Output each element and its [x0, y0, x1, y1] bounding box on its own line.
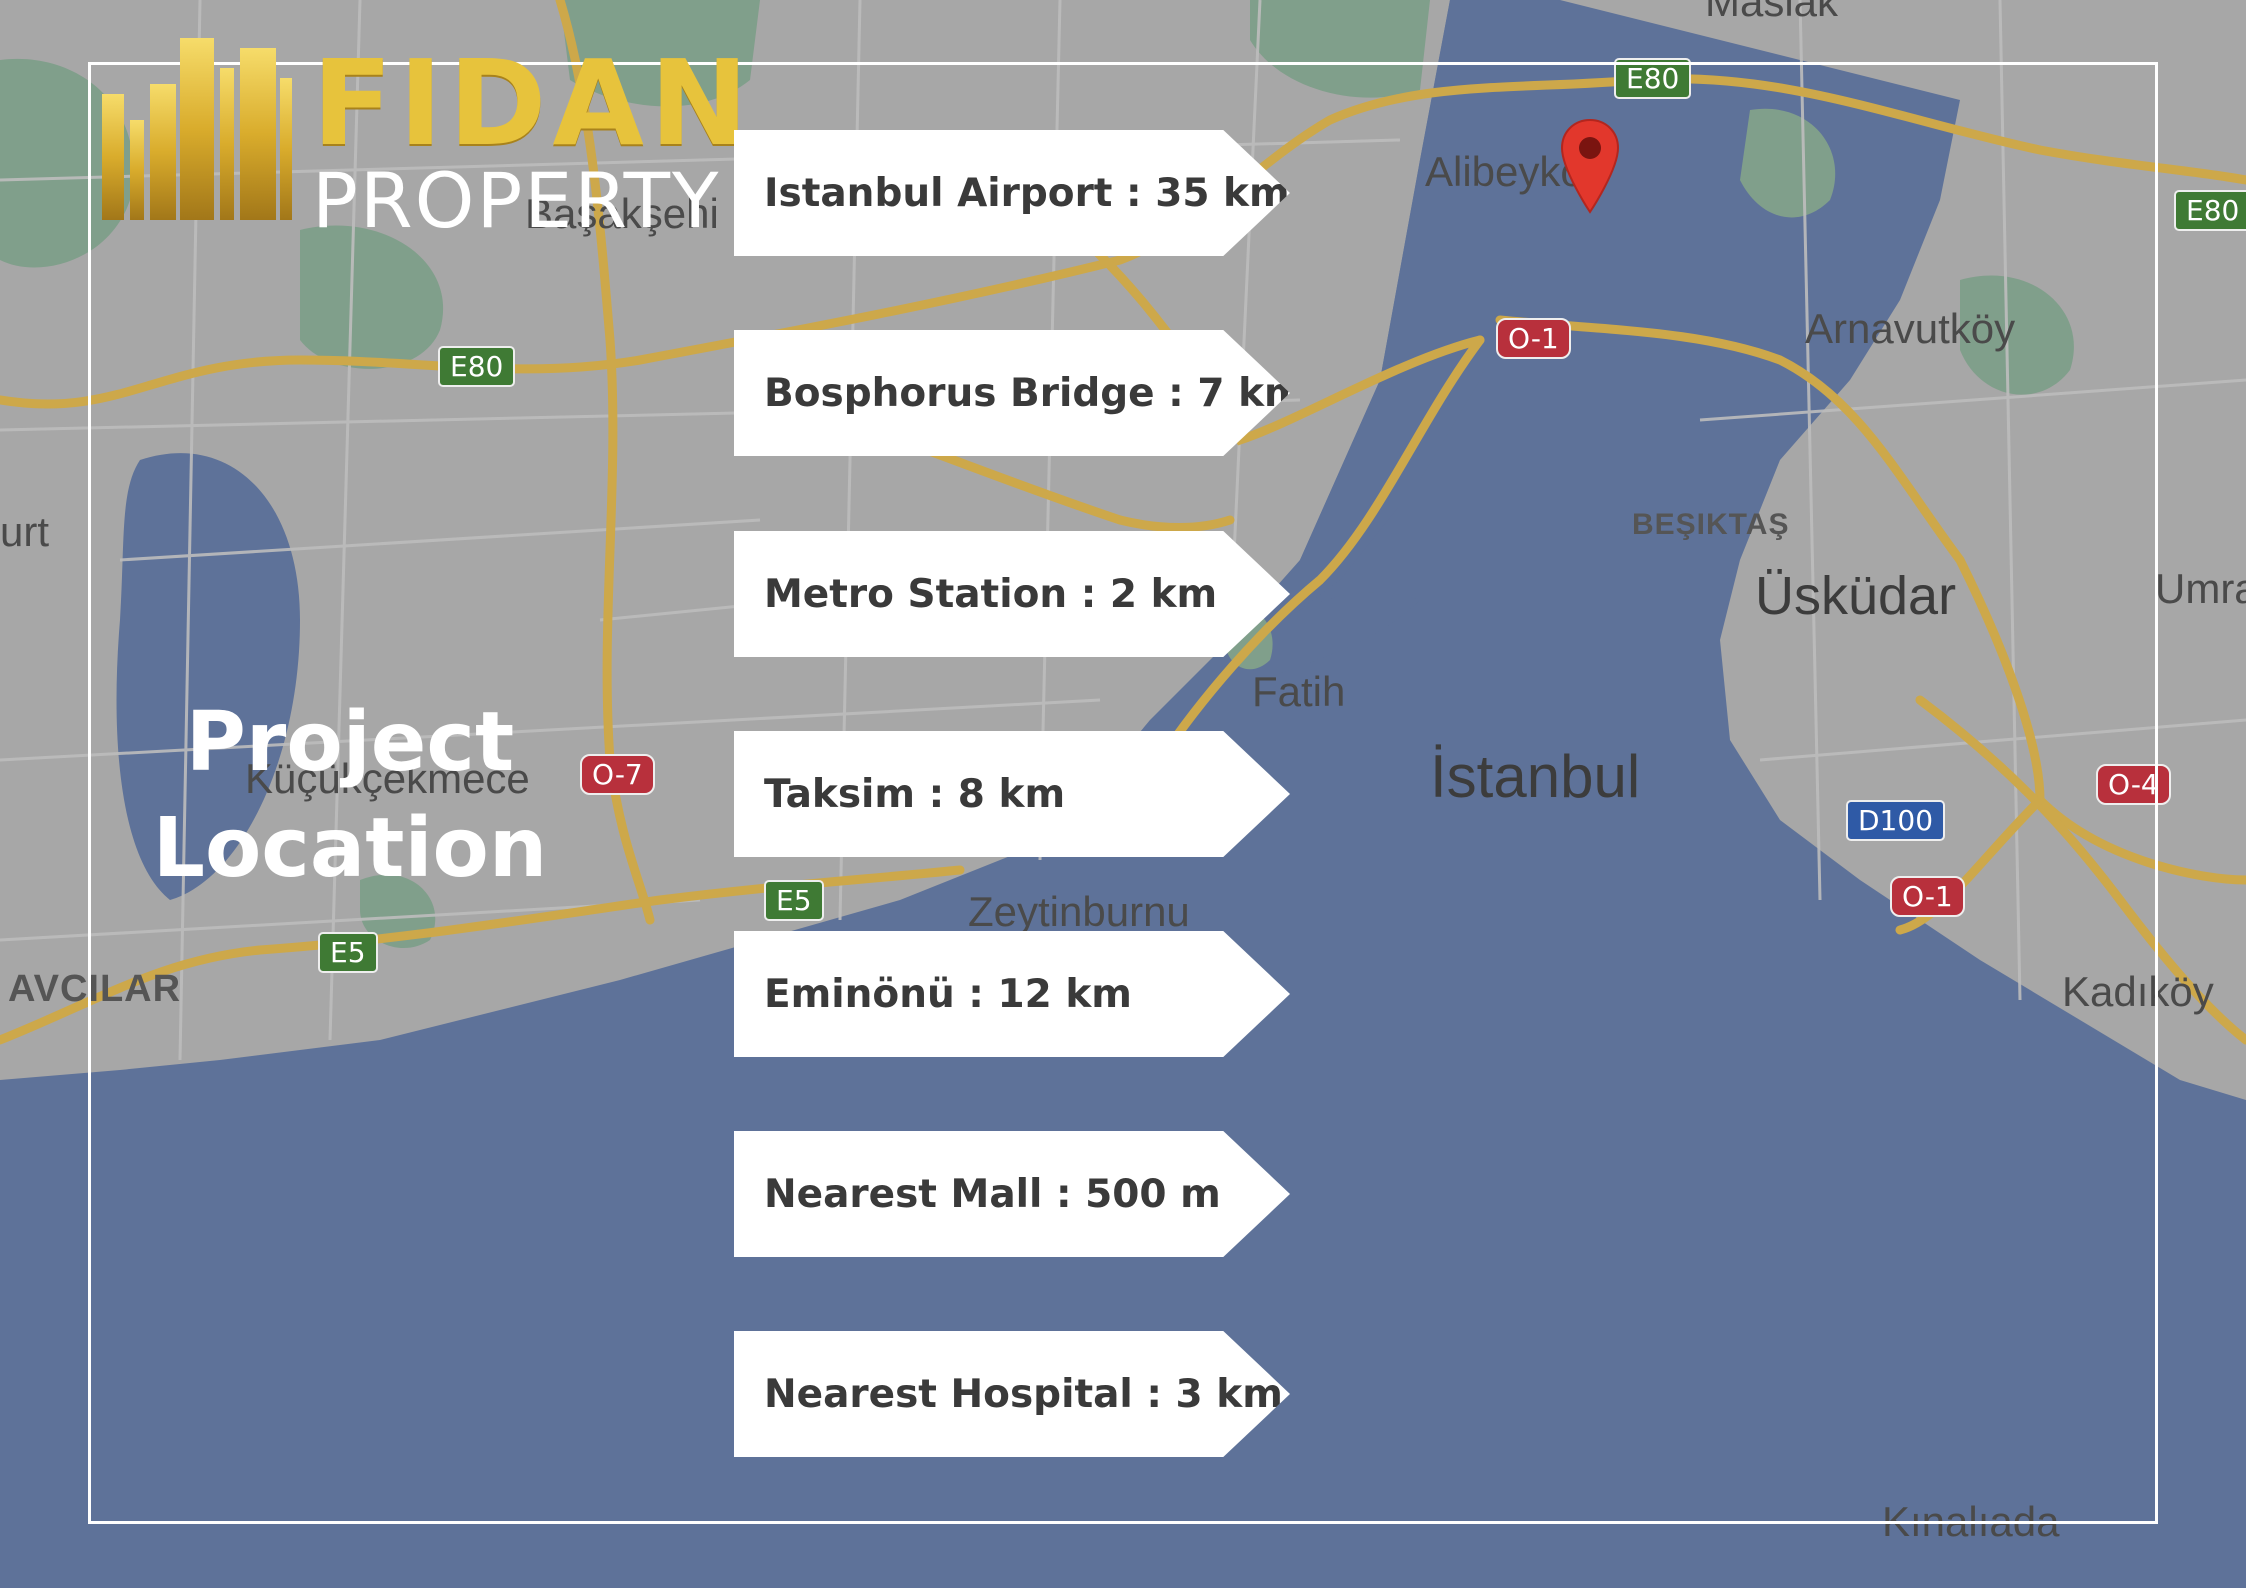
road-shield-e80-right: E80	[2174, 190, 2246, 231]
road-shield-o7: O-7	[580, 754, 655, 795]
place-label-maslak: Maslak	[1705, 0, 1839, 25]
location-pin-icon	[1560, 118, 1620, 214]
road-shield-d100: D100	[1846, 800, 1946, 841]
content-frame	[88, 62, 2158, 1524]
distance-tag: Taksim : 8 km	[734, 731, 1290, 857]
place-label-kadikoy: Kadıköy	[2062, 968, 2214, 1015]
distance-tag-label: Metro Station : 2 km	[764, 571, 1218, 617]
place-label-avcilar: AVCILAR	[8, 968, 182, 1010]
road-shield-o1-bottom: O-1	[1890, 876, 1965, 917]
distance-tag-label: Eminönü : 12 km	[764, 971, 1132, 1017]
place-label-besiktas: BEŞIKTAŞ	[1632, 508, 1790, 541]
place-label-basaksehir: Başakşehi	[525, 190, 719, 237]
page-title-line-1: Project	[185, 695, 515, 790]
brand-name: FIDAN	[312, 34, 755, 172]
distance-tag: Istanbul Airport : 35 km	[734, 130, 1290, 256]
page-title: Project Location	[140, 690, 560, 902]
place-label-zeytinburnu: Zeytinburnu	[968, 888, 1190, 935]
place-label-umraniye: Umra	[2155, 565, 2246, 612]
place-label-fatih: Fatih	[1252, 668, 1346, 715]
road-shield-e5-b: E5	[318, 932, 378, 973]
distance-tag: Metro Station : 2 km	[734, 531, 1290, 657]
place-label-kucukcekmece: Küçükçekmece	[245, 755, 530, 802]
place-label-istanbul: İstanbul	[1430, 743, 1641, 810]
distance-tag: Bosphorus Bridge : 7 km	[734, 330, 1290, 456]
distance-tag: Nearest Mall : 500 m	[734, 1131, 1290, 1257]
place-label-arnavutkoy: Arnavutköy	[1805, 305, 2016, 352]
distance-tag: Eminönü : 12 km	[734, 931, 1290, 1057]
building-logo-icon	[102, 38, 292, 220]
brand-tagline: PROPERTY	[312, 156, 721, 245]
distance-tag-label: Nearest Hospital : 3 km	[764, 1371, 1283, 1417]
road-shield-e5-a: E5	[764, 880, 824, 921]
distance-tag-label: Bosphorus Bridge : 7 km	[764, 370, 1305, 416]
place-label-uskudar: Üsküdar	[1755, 566, 1957, 626]
distance-tag-label: Taksim : 8 km	[764, 771, 1066, 817]
distance-tag-label: Nearest Mall : 500 m	[764, 1171, 1221, 1217]
page-title-line-2: Location	[152, 801, 548, 896]
place-label-edge: urt	[0, 508, 50, 555]
brand-logo: FIDAN PROPERTY	[100, 24, 749, 245]
distance-tag-label: Istanbul Airport : 35 km	[764, 170, 1290, 216]
road-shield-o1-top: O-1	[1496, 318, 1571, 359]
distance-tag: Nearest Hospital : 3 km	[734, 1331, 1290, 1457]
road-shield-e80-left: E80	[438, 346, 516, 387]
road-shield-o4: O-4	[2096, 764, 2171, 805]
